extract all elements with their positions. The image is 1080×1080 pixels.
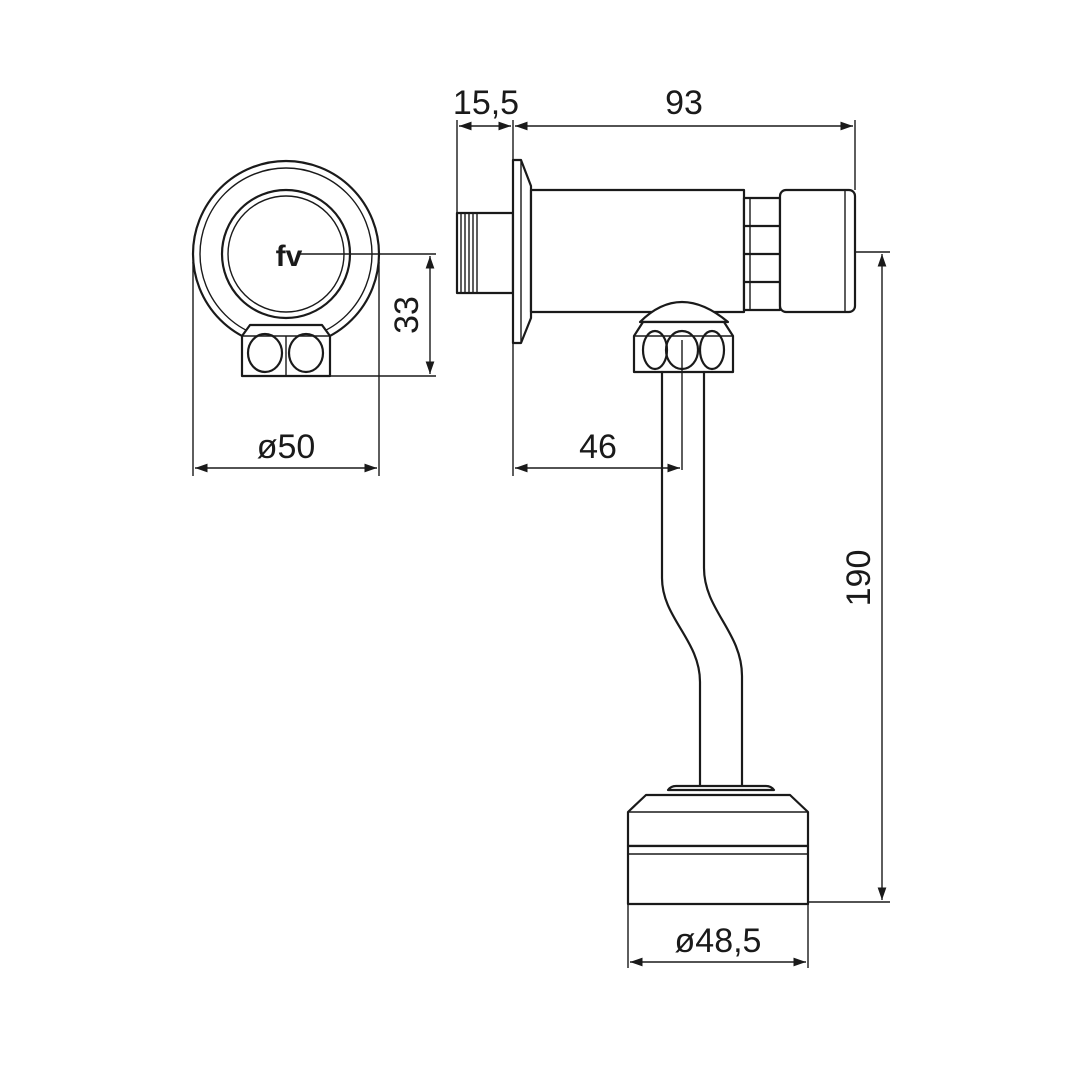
front-hex-nut xyxy=(240,323,332,378)
push-head xyxy=(778,188,857,314)
side-view xyxy=(455,120,890,968)
dim-flange-thickness: 15,5 xyxy=(453,84,519,131)
valve-body xyxy=(529,188,746,314)
dim-outlet-offset-label: 46 xyxy=(579,428,617,466)
front-view: fv xyxy=(191,159,436,476)
dim-total-height-label: 190 xyxy=(840,550,878,607)
dim-base-diameter-label: ø48,5 xyxy=(675,922,762,960)
threaded-inlet xyxy=(455,211,515,295)
dim-total-height: 190 xyxy=(840,254,887,900)
logo-text: fv xyxy=(276,240,303,273)
dim-front-height: 33 xyxy=(388,256,435,374)
outlet-dome xyxy=(638,301,730,324)
urinal-spud xyxy=(626,784,810,906)
dim-front-diameter-label: ø50 xyxy=(257,428,316,466)
dim-front-height-label: 33 xyxy=(388,296,426,334)
outlet-pipe xyxy=(660,340,744,792)
fv-logo-icon: fv xyxy=(276,240,303,273)
wall-flange xyxy=(511,158,533,345)
dim-outlet-offset: 46 xyxy=(515,428,680,473)
dim-base-diameter: ø48,5 xyxy=(630,922,806,967)
dim-front-diameter: ø50 xyxy=(195,428,377,473)
dim-body-length: 93 xyxy=(515,84,853,131)
dim-flange-thickness-label: 15,5 xyxy=(453,84,519,122)
dim-body-length-label: 93 xyxy=(665,84,703,122)
hex-coupling xyxy=(742,196,782,312)
outlet-hex-nut xyxy=(632,320,735,374)
